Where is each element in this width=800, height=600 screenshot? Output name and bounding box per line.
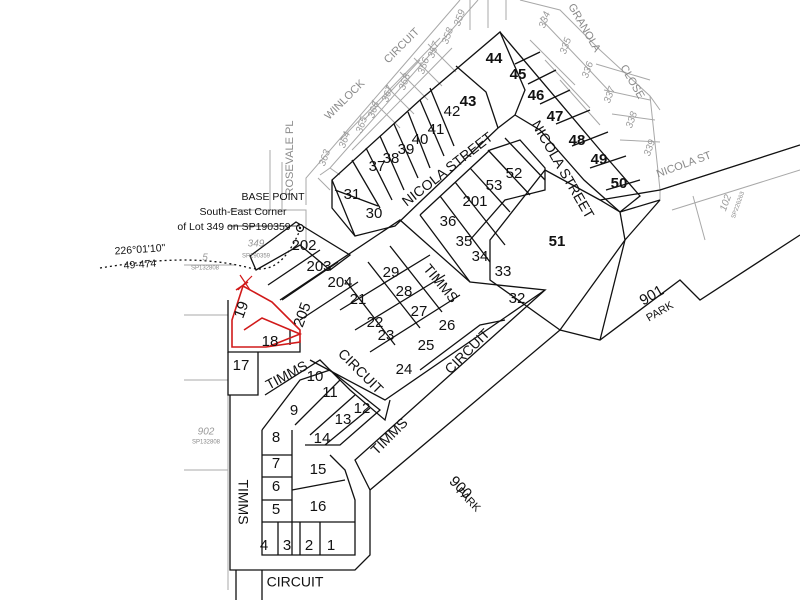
- lot-number: 17: [233, 357, 250, 374]
- lot-number: 19: [231, 299, 253, 320]
- lot-number: 15: [310, 461, 327, 478]
- base-point-marker: [99, 223, 305, 291]
- grey-lot: 365: [354, 115, 370, 135]
- lot-number: 21: [350, 291, 367, 308]
- street-label-nicola-street-east: NICOLA STREET: [529, 118, 598, 222]
- street-label-timms-circuit-north: TIMMS: [420, 261, 461, 306]
- lot-number: 52: [506, 165, 523, 182]
- lot-numbers: 1 2 3 4 5 6 7 8 9 10 11 12 13 14 15 16 1…: [231, 50, 628, 554]
- lot-number: 46: [528, 87, 545, 104]
- lot-number: 36: [440, 213, 457, 230]
- base-point-title: BASE POINT: [241, 191, 305, 203]
- lot-number: 41: [428, 121, 445, 138]
- lot-number: 2: [305, 537, 313, 554]
- lot-number: 5: [272, 501, 280, 518]
- lot-number: 42: [444, 103, 461, 120]
- street-label-winlock: WINLOCK: [323, 77, 368, 122]
- bearing-value: 226°01'10": [114, 242, 166, 258]
- street-label-circuit-bottom: CIRCUIT: [267, 574, 324, 590]
- lot-number: 31: [344, 186, 361, 203]
- lot-number: 35: [456, 233, 473, 250]
- grey-lot: 368: [397, 72, 413, 92]
- lot-number: 6: [272, 478, 280, 495]
- grey-lot-102-plan: SP226263: [731, 190, 746, 219]
- lot-number: 40: [412, 131, 429, 148]
- lot-number: 30: [366, 205, 383, 222]
- lot-number: 3: [283, 537, 291, 554]
- grey-lot-902: 902: [198, 427, 215, 438]
- grey-lot-349-plan: SP190359: [242, 254, 271, 260]
- lot-number: 47: [547, 108, 564, 125]
- lot-number: 49: [591, 151, 608, 168]
- street-label-timms-south: TIMMS: [367, 414, 410, 457]
- grey-lot-902-plan: SP132808: [192, 440, 221, 446]
- lot-number: 14: [314, 430, 331, 447]
- lot-number: 39: [398, 141, 415, 158]
- lot-number: 18: [262, 333, 279, 350]
- grey-lot: 338: [624, 110, 640, 130]
- lot-number: 1: [327, 537, 335, 554]
- lot-number: 26: [439, 317, 456, 334]
- lot-number: 34: [472, 248, 489, 265]
- lot-number: 4: [260, 537, 268, 554]
- base-point-line3: of Lot 349 on SP190359: [177, 221, 290, 233]
- lot-number: 203: [306, 258, 331, 275]
- lot-number: 205: [290, 300, 315, 329]
- lot-number: 38: [383, 150, 400, 167]
- grey-lot-349: 349: [248, 239, 265, 250]
- street-label-rosevale-pl: ROSEVALE PL: [284, 121, 296, 196]
- lot-number: 48: [569, 132, 586, 149]
- grey-lot: 337: [602, 85, 618, 105]
- lot-number: 53: [486, 177, 503, 194]
- grey-lot: 334: [537, 10, 553, 30]
- lot-number: 32: [509, 290, 526, 307]
- lot-number: 29: [383, 264, 400, 281]
- lot-number: 8: [272, 429, 280, 446]
- base-point-line2: South-East Corner: [200, 206, 287, 218]
- lot-number: 27: [411, 303, 428, 320]
- lot-number: 37: [369, 158, 386, 175]
- lot-number: 51: [549, 233, 566, 250]
- lot-number: 16: [310, 498, 327, 515]
- lot-number: 44: [486, 50, 503, 67]
- street-label-circuit-central: CIRCUIT: [335, 345, 387, 397]
- lot-number: 45: [510, 66, 527, 83]
- lot-number: 50: [611, 175, 628, 192]
- new-lot-boundaries: [227, 30, 800, 600]
- base-point-annotation: BASE POINT South-East Corner of Lot 349 …: [114, 191, 305, 272]
- distance-value: 49-474: [123, 258, 157, 272]
- grey-lot: 363: [317, 148, 333, 168]
- lot-number: 9: [290, 402, 298, 419]
- grey-lot: 356: [416, 56, 432, 76]
- lot-number: 12: [354, 400, 371, 417]
- lot-number: 201: [462, 193, 487, 210]
- park-labels: 901 PARK 900 PARK: [446, 282, 677, 515]
- grey-lot: 367: [380, 84, 396, 104]
- lot-number: 22: [367, 314, 384, 331]
- lot-number: 11: [322, 384, 338, 401]
- lot-number: 25: [418, 337, 435, 354]
- lot-number: 43: [460, 93, 477, 110]
- lot-number: 7: [272, 455, 280, 472]
- grey-lot-102: 102: [718, 193, 734, 213]
- lot-number: 33: [495, 263, 512, 280]
- lot-number: 204: [327, 274, 352, 291]
- grey-lot-5-plan: SP132808: [191, 266, 220, 272]
- grey-lot: 359: [452, 8, 468, 28]
- lot-number: 24: [396, 361, 413, 378]
- lot-number: 28: [396, 283, 413, 300]
- grey-lot: 358: [440, 26, 456, 46]
- street-label-close: CLOSE: [618, 63, 647, 101]
- lot-number: 13: [335, 411, 352, 428]
- street-label-timms-vertical: TIMMS: [235, 479, 251, 524]
- grey-lot: 364: [337, 130, 353, 150]
- lot-number: 23: [378, 327, 395, 344]
- grey-lot-5: 5: [202, 253, 208, 264]
- street-label-timms-west: TIMMS: [263, 357, 310, 392]
- lot-number: 10: [307, 368, 324, 385]
- lot-number: 202: [291, 237, 316, 254]
